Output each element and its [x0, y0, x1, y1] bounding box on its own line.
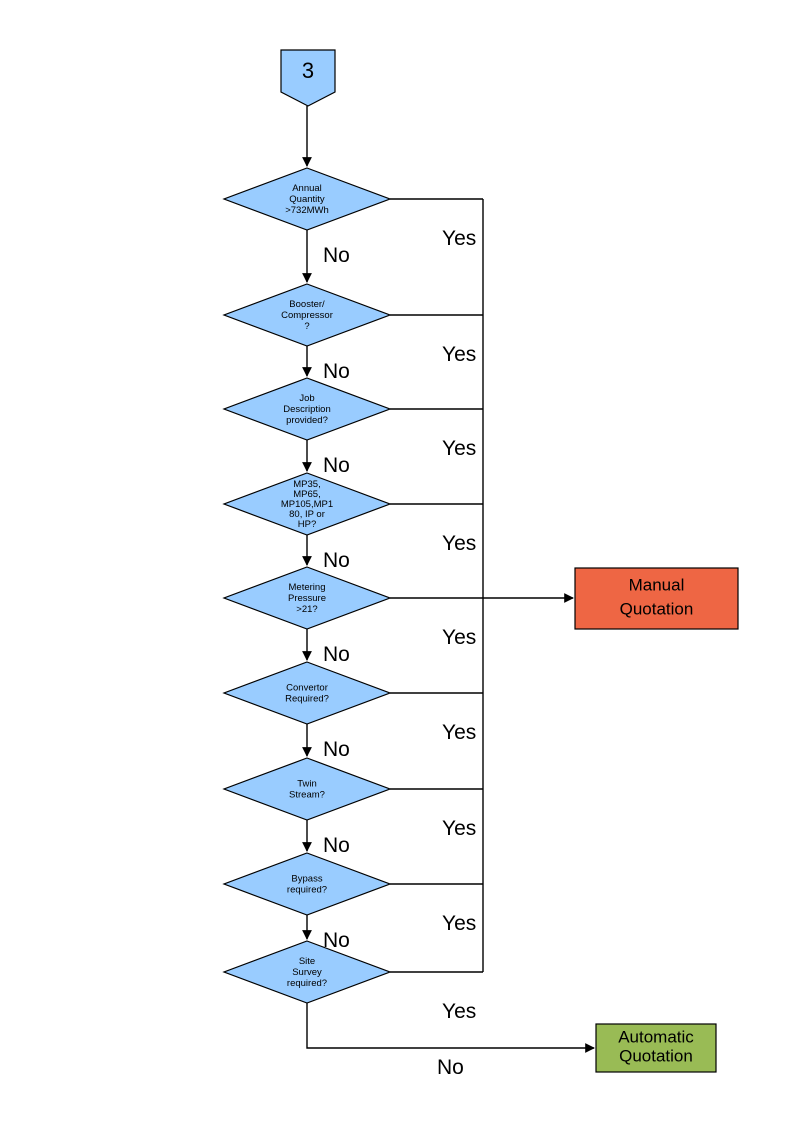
- branch-label-no-booster-compressor: No: [323, 360, 350, 383]
- decision-booster-compressor[interactable]: [222, 283, 392, 347]
- decision-pressure-tier[interactable]: [222, 472, 392, 536]
- branch-label-yes-bypass-required: Yes: [442, 912, 476, 935]
- branch-label-yes-annual-quantity: Yes: [442, 227, 476, 250]
- branch-label-no-annual-quantity: No: [323, 244, 350, 267]
- decision-job-description[interactable]: [222, 377, 392, 441]
- label-layer: NoYesNoYesNoYesNoYesNoYesNoYesNoYesNoYes…: [323, 227, 476, 1079]
- branch-label-yes-metering-pressure: Yes: [442, 626, 476, 649]
- branch-label-no-twin-stream: No: [323, 834, 350, 857]
- branch-label-yes-pressure-tier: Yes: [442, 532, 476, 555]
- branch-label-no-convertor-required: No: [323, 738, 350, 761]
- branch-label-no-metering-pressure: No: [323, 643, 350, 666]
- decision-twin-stream[interactable]: [222, 757, 392, 821]
- start-connector-label: 3: [302, 58, 314, 83]
- branch-label-no-pressure-tier: No: [323, 549, 350, 572]
- decision-metering-pressure[interactable]: [222, 566, 392, 630]
- branch-label-yes-site-survey: Yes: [442, 1000, 476, 1023]
- decision-convertor-required[interactable]: [222, 661, 392, 725]
- branch-label-yes-twin-stream: Yes: [442, 817, 476, 840]
- terminal-manual-quotation[interactable]: [574, 567, 739, 630]
- decision-annual-quantity[interactable]: [222, 167, 392, 231]
- branch-label-no-job-description: No: [323, 454, 350, 477]
- start-connector-shape[interactable]: [280, 49, 336, 107]
- edge-no-site-survey-to-automatic-quotation: [306, 1003, 595, 1053]
- branch-label-yes-convertor-required: Yes: [442, 721, 476, 744]
- decision-bypass-required[interactable]: [222, 852, 392, 916]
- branch-label-final-no: No: [437, 1056, 464, 1079]
- connector-layer: [302, 106, 595, 1053]
- branch-label-no-bypass-required: No: [323, 929, 350, 952]
- decision-site-survey[interactable]: [222, 940, 392, 1004]
- terminal-automatic-quotation[interactable]: [595, 1023, 717, 1073]
- branch-label-yes-job-description: Yes: [442, 437, 476, 460]
- decision-label-booster-compressor: Booster/Compressor?: [281, 299, 333, 332]
- branch-label-yes-booster-compressor: Yes: [442, 343, 476, 366]
